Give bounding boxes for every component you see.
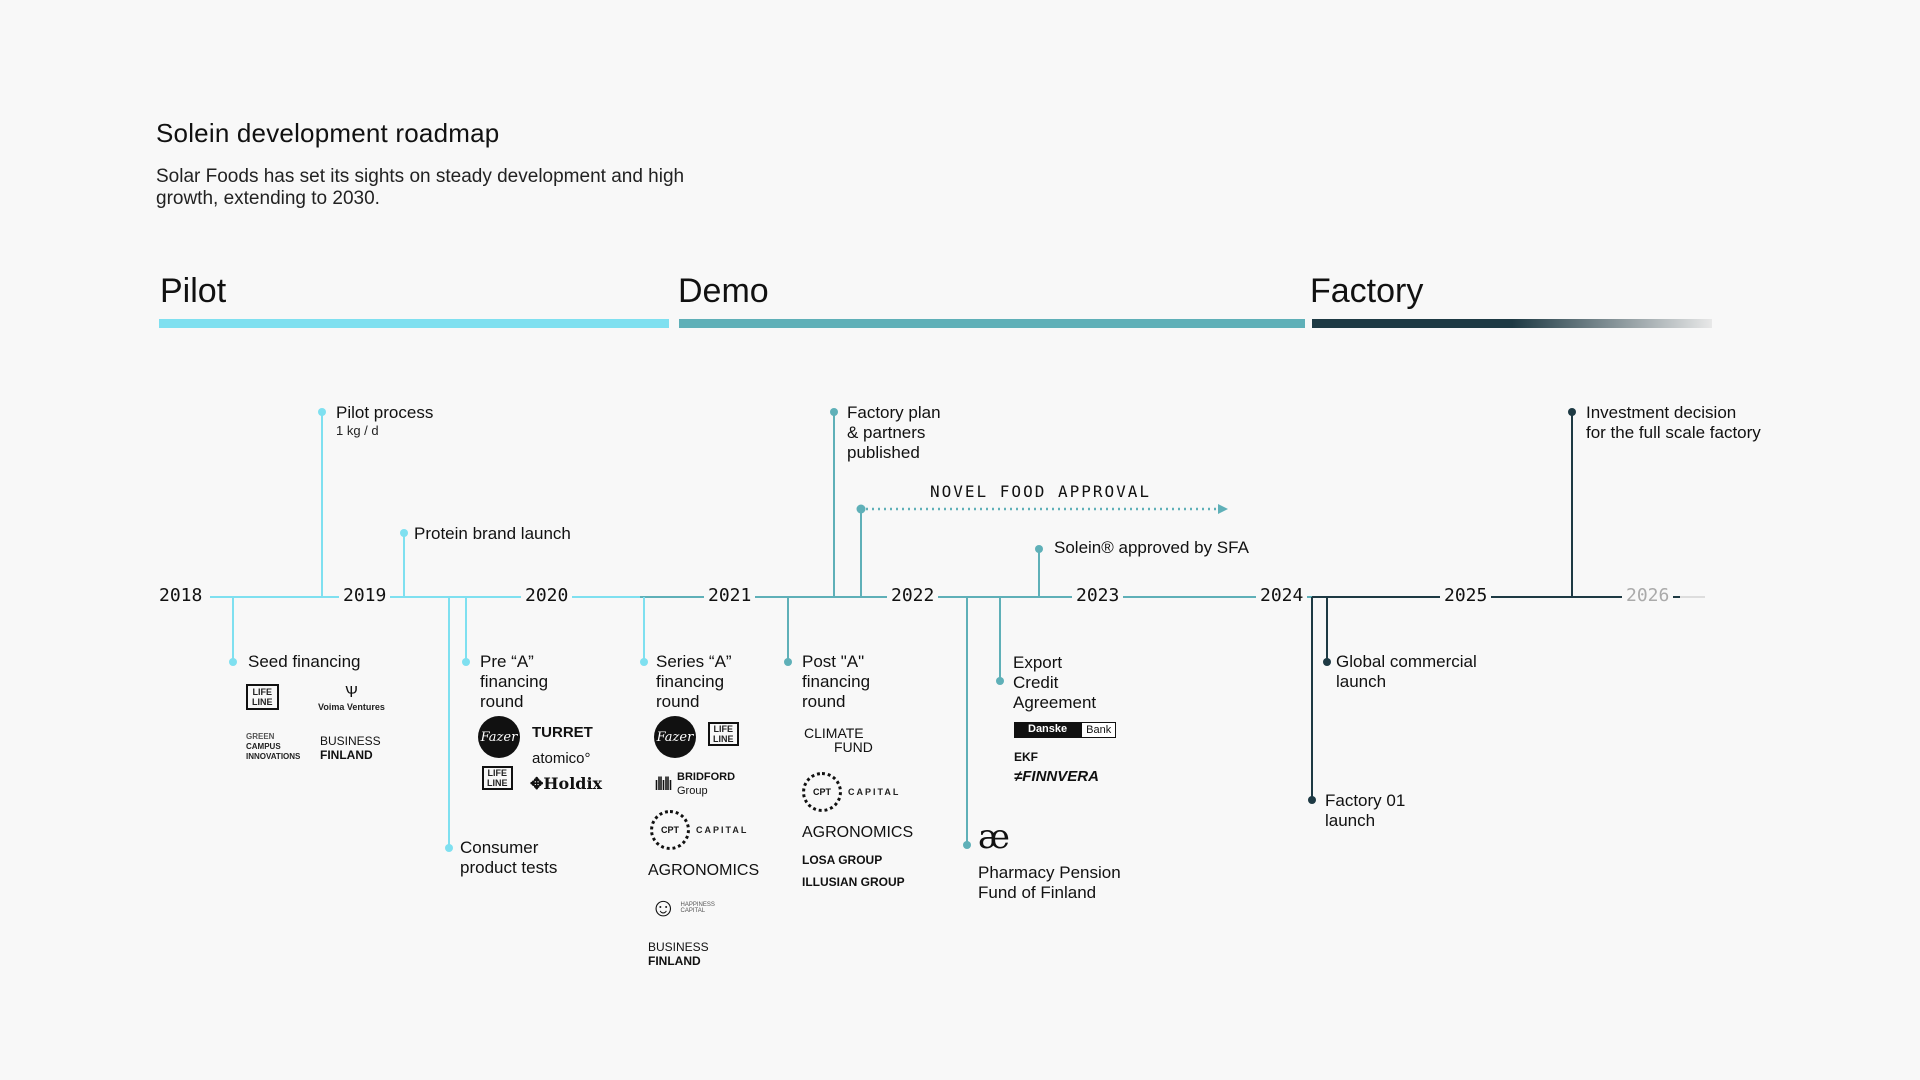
event-post-a: Post "A" financing round: [802, 652, 871, 711]
illusian-group-logo: ILLUSIAN GROUP: [802, 875, 905, 889]
event-protein-brand: Protein brand launch: [414, 524, 571, 543]
agronomics-logo: AGRONOMICS: [648, 862, 760, 879]
business-finland-logo-2: BUSINESS FINLAND: [648, 940, 709, 968]
finnvera-icon: ≠: [1014, 768, 1023, 785]
green-campus-logo: GREEN CAMPUS INNOVATIONS: [246, 732, 301, 761]
page-title: Solein development roadmap: [156, 118, 500, 148]
year-2018: 2018: [155, 585, 207, 606]
page-subtitle: Solar Foods has set its sights on steady…: [156, 166, 685, 209]
pharmacy-pension-logo: æ: [978, 817, 1010, 857]
year-2024: 2024: [1256, 585, 1308, 606]
happiness-capital-logo: ☺ HAPPINESS CAPITAL: [650, 892, 715, 922]
year-2019: 2019: [339, 585, 391, 606]
climate-fund-logo: CLIMATE FUND: [804, 725, 873, 755]
happiness-icon: ☺: [650, 892, 677, 922]
event-pilot-process-sub: 1 kg / d: [336, 423, 379, 438]
event-factory-plan: Factory plan & partners published: [847, 403, 941, 462]
event-sfa-approval: Solein® approved by SFA: [1054, 538, 1249, 557]
event-pilot-process: Pilot process 1 kg / d: [336, 403, 433, 439]
losa-group-logo: LOSA GROUP: [802, 853, 883, 867]
fazer-logo: Fazer: [478, 716, 520, 758]
holdix-logo: ✥Holdix: [530, 774, 603, 793]
ekf-logo: EKF: [1014, 750, 1038, 764]
novel-food-approval-label: NOVEL FOOD APPROVAL: [930, 482, 1152, 501]
phase-bar-demo: [679, 319, 1305, 328]
event-pilot-process-label: Pilot process: [336, 403, 434, 422]
bridford-icon: ıllıllı: [654, 773, 673, 794]
year-2020: 2020: [521, 585, 573, 606]
phase-bar-pilot: [159, 319, 669, 328]
year-2023: 2023: [1072, 585, 1124, 606]
event-pharmacy-pension: Pharmacy Pension Fund of Finland: [978, 863, 1121, 902]
event-export-credit: Export Credit Agreement: [1013, 653, 1097, 712]
holdix-icon: ✥: [530, 774, 544, 793]
fazer-logo-2: Fazer: [654, 716, 696, 758]
phase-factory: Factory: [1310, 272, 1424, 310]
cpt-capital-logo-2: CPT CAPITAL: [802, 772, 900, 812]
phase-pilot: Pilot: [160, 272, 227, 310]
voima-icon: Ѱ: [345, 684, 358, 701]
event-pre-a: Pre “A” financing round: [480, 652, 549, 711]
event-global-launch: Global commercial launch: [1336, 652, 1477, 691]
event-investment-decision: Investment decision for the full scale f…: [1586, 403, 1761, 442]
year-2022: 2022: [887, 585, 939, 606]
phase-bar-factory: [1312, 319, 1712, 328]
voima-ventures-logo: Ѱ Voima Ventures: [318, 684, 385, 712]
year-2026: 2026: [1622, 585, 1674, 606]
event-series-a: Series “A” financing round: [656, 652, 732, 711]
agronomics-logo-2: AGRONOMICS: [802, 824, 914, 841]
phase-demo: Demo: [678, 272, 769, 310]
year-2021: 2021: [704, 585, 756, 606]
cpt-capital-logo: CPT CAPITAL: [650, 810, 748, 850]
year-2025: 2025: [1440, 585, 1492, 606]
event-seed-financing: Seed financing: [248, 652, 361, 671]
turret-logo: TURRET: [532, 724, 593, 741]
event-factory01-launch: Factory 01 launch: [1325, 791, 1406, 830]
lifeline-logo-3: LIFE LINE: [708, 722, 739, 746]
bridford-logo: ıllıllı BRIDFORD Group: [654, 771, 736, 797]
lifeline-logo-2: LIFE LINE: [482, 766, 513, 790]
atomico-logo: atomico°: [532, 750, 591, 767]
lifeline-logo: LIFE LINE: [246, 684, 279, 710]
finnvera-logo: ≠FINNVERA: [1014, 768, 1099, 785]
business-finland-logo: BUSINESS FINLAND: [320, 734, 381, 762]
event-consumer-tests: Consumer product tests: [460, 838, 558, 877]
